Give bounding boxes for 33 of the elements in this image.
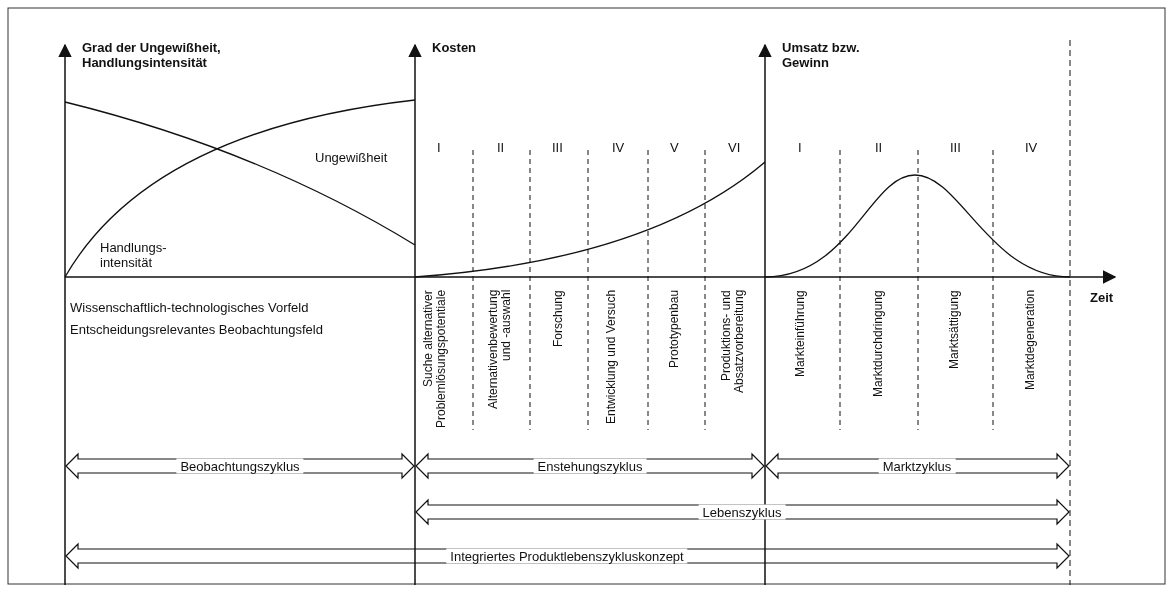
phase-numeral: IV — [612, 140, 625, 155]
phase-label: Marktdegeneration — [1024, 290, 1037, 393]
arrow-label: Beobachtungszyklus — [176, 458, 304, 474]
phase-numeral: II — [497, 140, 505, 155]
phase-numeral: III — [552, 140, 563, 155]
phase-label: Marktsättigung — [948, 290, 961, 371]
phase-numeral: VI — [728, 140, 741, 155]
phase-label: Prototypenbau — [668, 290, 681, 371]
phase-label: Suche alternativer Problemlösungspotentiale — [422, 290, 449, 430]
field-label: Entscheidungsrelevantes Beobachtungsfeld — [70, 322, 323, 337]
phase-label: Forschung — [552, 290, 565, 349]
axis-title: Kosten — [432, 40, 477, 55]
phase-numeral: IV — [1025, 140, 1038, 155]
arrow-label: Enstehungszyklus — [533, 458, 647, 474]
field-label: Wissenschaftlich-technologisches Vorfeld — [70, 300, 309, 315]
phase-label: Entwicklung und Versuch — [605, 290, 619, 427]
axis-title: Umsatz bzw. Gewinn — [782, 40, 861, 70]
phase-numeral: III — [950, 140, 961, 155]
phase-numeral: II — [875, 140, 883, 155]
phase-label: Produktions- und Absatzvorbereitung — [720, 290, 747, 396]
arrow-label: Integriertes Produktlebenszykluskonzept — [446, 548, 688, 564]
phase-numeral: I — [798, 140, 802, 155]
arrow-label: Lebenszyklus — [698, 504, 786, 520]
phase-label: Alternativenbewertung und -auswahl — [487, 290, 514, 412]
phase-label: Marktdurchdringung — [872, 290, 885, 399]
arrow-label: Marktzyklus — [878, 458, 956, 474]
phase-numeral: V — [670, 140, 679, 155]
curve-label: Handlungs- intensität — [100, 240, 168, 270]
phase-numeral: I — [437, 140, 441, 155]
axis-title: Grad der Ungewißheit, Handlungsintensität — [82, 40, 222, 70]
phase-label: Markteinführung — [794, 290, 807, 379]
axis-label: Zeit — [1090, 290, 1114, 305]
curve-label: Ungewißheit — [315, 150, 388, 165]
